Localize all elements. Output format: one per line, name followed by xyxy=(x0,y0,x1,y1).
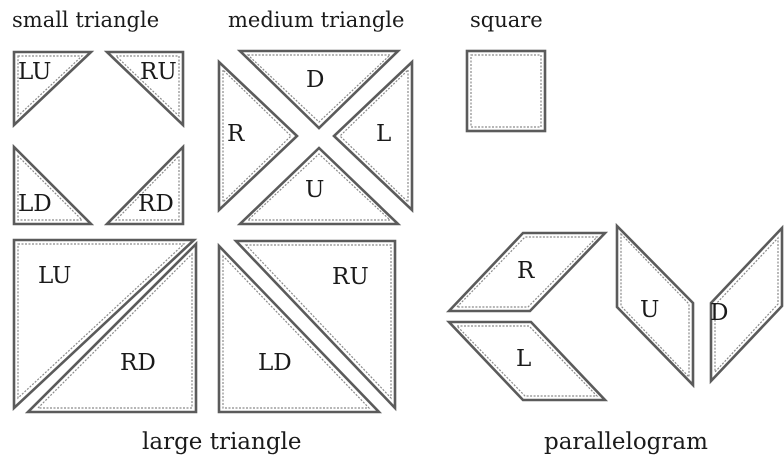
medium-triangle-d-label: D xyxy=(306,67,324,93)
parallelogram-l-label: L xyxy=(516,346,531,372)
parallelogram-d-label: D xyxy=(710,300,728,326)
medium-triangle-r: R xyxy=(217,58,299,214)
parallelogram-r: R xyxy=(445,231,609,313)
parallelogram-u: U xyxy=(615,222,695,389)
parallelogram-u-label: U xyxy=(640,297,659,323)
heading-medium-triangle: medium triangle xyxy=(228,8,404,32)
parallelogram-d: D xyxy=(709,224,784,385)
large-triangle-lu: LU xyxy=(12,238,198,411)
medium-triangle-d: D xyxy=(236,49,402,130)
small-triangle-lu: LU xyxy=(12,50,95,129)
large-triangle-lu-label: LU xyxy=(38,263,71,289)
heading-small-triangle: small triangle xyxy=(12,8,159,32)
heading-square: square xyxy=(470,8,543,32)
medium-triangle-l-label: L xyxy=(376,121,391,147)
small-triangle-rd-label: RD xyxy=(138,191,174,217)
parallelogram-r-label: R xyxy=(517,258,535,284)
medium-triangle-r-label: R xyxy=(227,121,245,147)
small-triangle-ru-label: RU xyxy=(140,59,177,85)
caption-large-triangle: large triangle xyxy=(142,429,302,455)
large-triangle-rd: RD xyxy=(24,240,198,414)
small-triangle-lu-label: LU xyxy=(18,59,51,85)
large-triangle-ld-label: LD xyxy=(258,350,292,376)
large-triangle-ru: RU xyxy=(232,239,397,412)
square-piece xyxy=(465,49,547,133)
caption-parallelogram: parallelogram xyxy=(544,429,708,455)
medium-triangle-u: U xyxy=(236,146,402,226)
small-triangle-ld-label: LD xyxy=(18,191,52,217)
small-triangle-rd: RD xyxy=(103,143,185,226)
large-triangle-rd-label: RD xyxy=(120,350,156,376)
small-triangle-ru: RU xyxy=(103,50,185,129)
parallelogram-l: L xyxy=(445,320,609,402)
small-triangle-ld: LD xyxy=(12,143,95,226)
large-triangle-ld: LD xyxy=(217,242,383,414)
medium-triangle-l: L xyxy=(332,58,414,214)
large-triangle-ru-label: RU xyxy=(332,264,369,290)
medium-triangle-u-label: U xyxy=(305,177,324,203)
